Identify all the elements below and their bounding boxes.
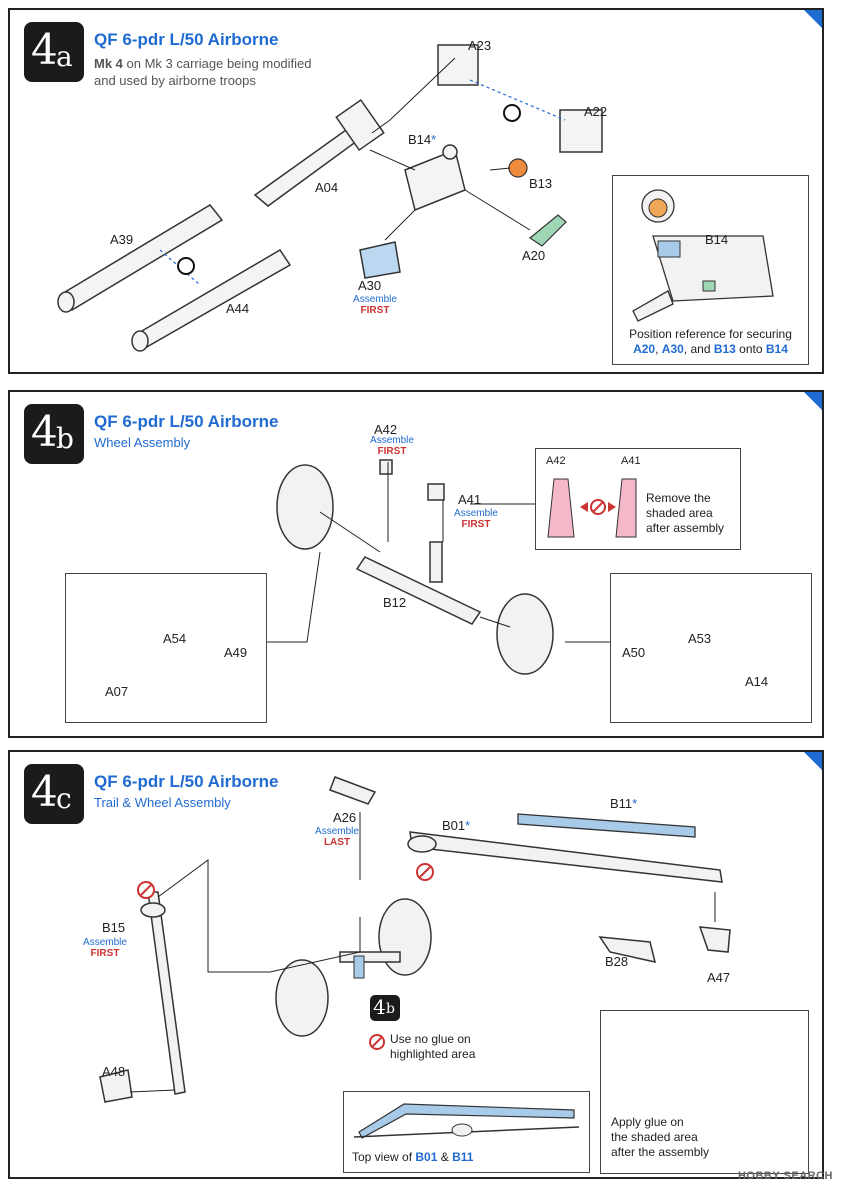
detail-label-b14: B14 (705, 232, 729, 247)
label-b01: B01* (442, 818, 471, 833)
step-4b-panel: 4 b QF 6-pdr L/50 Airborne Wheel Assembl… (8, 390, 824, 738)
corner-marker (804, 752, 822, 770)
label-b13: B13 (529, 176, 553, 191)
right-wheel-box (610, 573, 812, 723)
label-a44: A44 (226, 301, 250, 316)
top-view-box: Top view of B01 & B11 (343, 1091, 590, 1173)
label-a07: A07 (105, 684, 129, 699)
inset-label-a41: A41 (621, 455, 641, 467)
corner-marker (804, 392, 822, 410)
subtitle-bold: Mk 4 (94, 56, 123, 71)
step-title: QF 6-pdr L/50 Airborne (94, 772, 279, 791)
step-number: 4 (31, 767, 58, 816)
label-a41: A41 (458, 492, 482, 507)
no-glue-icon (137, 863, 434, 1050)
step-4a-panel: 4 a QF 6-pdr L/50 Airborne Mk 4 on Mk 3 … (8, 8, 824, 374)
step-4c-panel: 4 c QF 6-pdr L/50 Airborne Trail & Wheel… (8, 750, 824, 1179)
step-badge-4c: 4 c (24, 764, 84, 824)
step-title: QF 6-pdr L/50 Airborne (94, 412, 279, 431)
label-a22: A22 (584, 104, 608, 119)
step-subtitle: Trail & Wheel Assembly (94, 795, 231, 810)
step-badge-4b: 4 b (24, 404, 84, 464)
label-a48: A48 (102, 1064, 126, 1079)
subtitle-line2: and used by airborne troops (94, 73, 256, 88)
step-title: QF 6-pdr L/50 Airborne (94, 30, 279, 49)
step-subtitle: Mk 4 on Mk 3 carriage being modified and… (94, 55, 312, 89)
label-a26: A26 (333, 810, 357, 825)
inset-label-a42: A42 (546, 455, 566, 467)
step-letter: b (56, 422, 74, 455)
label-a20: A20 (522, 248, 546, 263)
step-number: 4 (31, 407, 58, 456)
label-a42: A42 (374, 422, 398, 437)
label-a50: A50 (622, 645, 646, 660)
b14-detail-box: B14 Position reference for securing A20,… (612, 175, 809, 365)
label-a14: A14 (745, 674, 769, 689)
label-a23: A23 (468, 38, 492, 53)
label-b15: B15 (102, 920, 126, 935)
label-b14: B14* (408, 132, 437, 147)
step-letter: a (56, 40, 73, 73)
label-b28: B28 (605, 954, 629, 969)
label-b12: B12 (383, 595, 407, 610)
no-glue-icon (177, 104, 521, 275)
step-badge-4a: 4 a (24, 22, 84, 82)
label-a49: A49 (224, 645, 248, 660)
position-note: Position reference for securing A20, A30… (629, 327, 792, 356)
label-a04: A04 (315, 180, 339, 195)
step-letter: c (56, 782, 72, 815)
corner-marker (804, 10, 822, 28)
top-view-caption: Top view of B01 & B11 (352, 1150, 474, 1164)
step-number: 4 (31, 25, 58, 74)
label-b11: B11* (610, 796, 638, 811)
left-wheel-box (65, 573, 267, 723)
step-subtitle: Wheel Assembly (94, 435, 191, 450)
label-a39: A39 (110, 232, 134, 247)
label-a30: A30 (358, 278, 382, 293)
ref-badge-4b: 4 b (370, 995, 400, 1021)
subtitle-rest: on Mk 3 carriage being modified (122, 56, 312, 71)
step-4a-diagram (57, 44, 603, 352)
label-a53: A53 (688, 631, 712, 646)
label-a54: A54 (163, 631, 187, 646)
watermark: HOBBY SEARCH (737, 1170, 833, 1182)
label-a47: A47 (707, 970, 731, 985)
